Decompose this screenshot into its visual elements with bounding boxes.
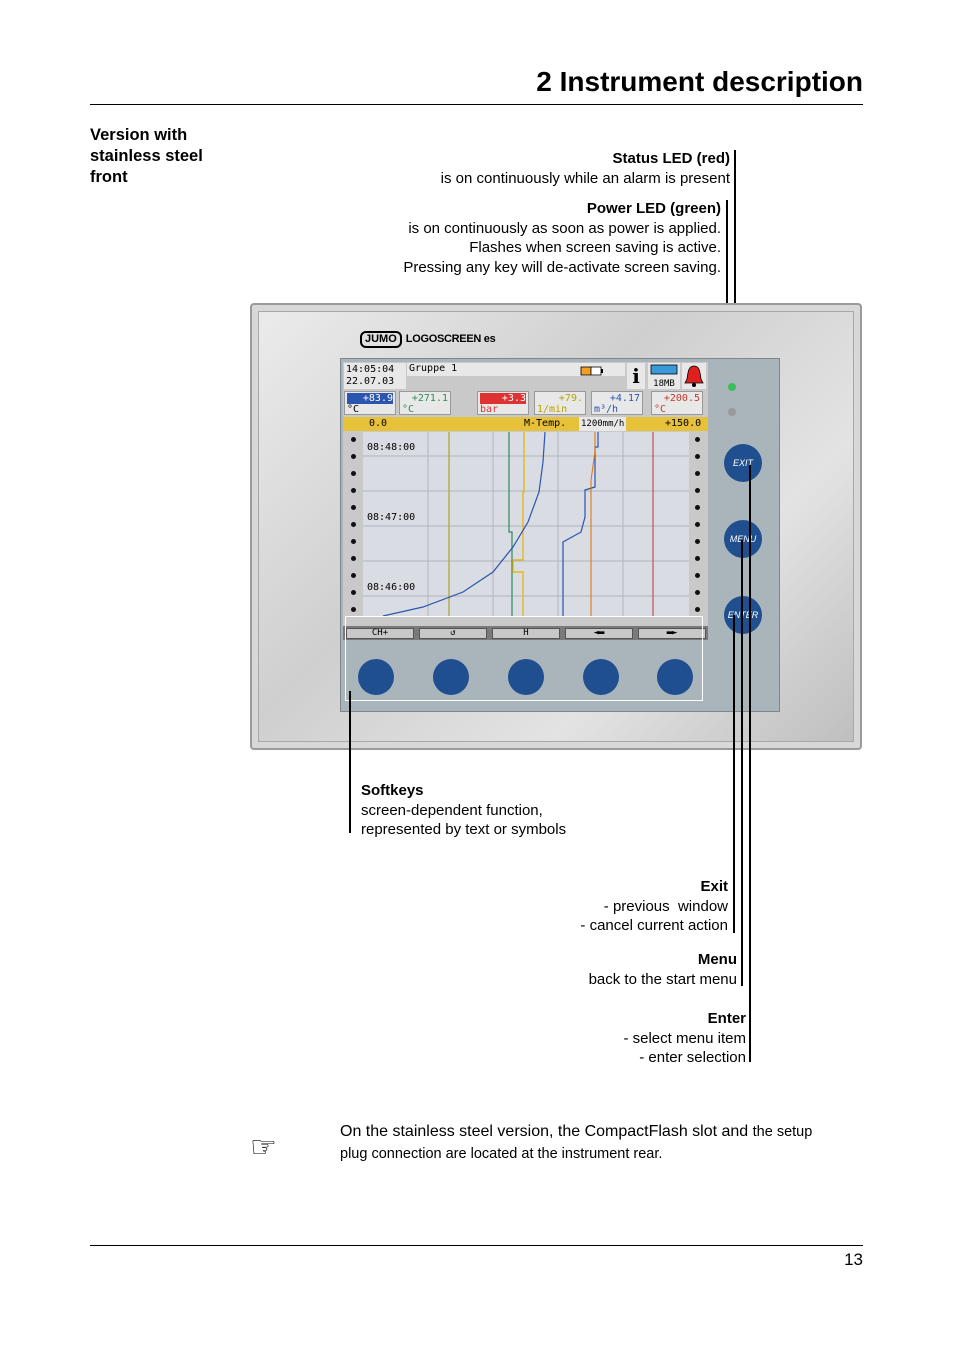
section-heading: Version with stainless steel front [90, 126, 203, 186]
channel-value: +3.3 bar [477, 391, 529, 415]
softkey-label: ◄▬ [565, 628, 633, 639]
enter-button[interactable]: ENTER [724, 596, 762, 634]
channel-reading: +79. [558, 393, 583, 404]
note-small: the setup [752, 1124, 813, 1140]
status-led [728, 408, 736, 416]
brand-name: JUMO [360, 331, 402, 348]
enter-line: - enter selection [639, 1049, 746, 1066]
softkey-3-button[interactable] [508, 659, 544, 695]
page-title: 2 Instrument description [536, 66, 863, 97]
softkey-2-button[interactable] [433, 659, 469, 695]
info-icon: i [627, 363, 645, 389]
softkey-label-bar: CH+ ↺ H ◄▬ ▬► [343, 626, 708, 640]
alarm-bell-icon [682, 363, 706, 389]
channel-value: +4.17 m³/h [591, 391, 643, 415]
softkeys-line: screen-dependent function, [361, 801, 543, 819]
exit-leader [733, 615, 735, 933]
menu-leader [741, 540, 743, 986]
softkey-label: ↺ [419, 628, 487, 639]
note-text: On the stainless steel version, the Comp… [340, 1121, 863, 1165]
softkey-5-button[interactable] [657, 659, 693, 695]
channel-value: +200.5 °C [651, 391, 703, 415]
softkey-label: H [492, 628, 560, 639]
status-led-leader [734, 150, 736, 385]
memory-card-icon: 18MB [648, 363, 680, 389]
channel-unit: bar [480, 404, 499, 415]
enter-callout: Enter - select menu item - enter selecti… [520, 1009, 746, 1068]
clock-display: 14:05:04 22.07.03 [344, 363, 406, 389]
softkey-1-button[interactable] [358, 659, 394, 695]
time-mark: 08:47:00 [367, 512, 416, 523]
status-led-text: is on continuously while an alarm is pre… [440, 169, 730, 187]
softkey-label: ▬► [638, 628, 706, 639]
exit-callout: Exit - previous window - cancel current … [520, 877, 728, 936]
memory-value: 18MB [653, 379, 675, 389]
channel-value: +83.9 °C [344, 391, 396, 415]
exit-button[interactable]: EXIT [724, 444, 762, 482]
note-small: plug connection are located at the instr… [340, 1146, 663, 1162]
power-led-line: is on continuously as soon as power is a… [408, 219, 721, 237]
scale-label: M-Temp. [524, 418, 567, 429]
status-led-callout: Status LED (red) is on continuously whil… [360, 149, 730, 188]
time-mark: 08:48:00 [367, 442, 416, 453]
page-number: 13 [844, 1250, 863, 1269]
softkeys-leader [349, 691, 351, 833]
channel-unit: 1/min [537, 404, 568, 415]
channel-value: +79. 1/min [534, 391, 586, 415]
channel-unit: °C [347, 404, 360, 415]
menu-heading: Menu [697, 951, 737, 968]
enter-heading: Enter [707, 1010, 746, 1027]
softkey-4-button[interactable] [583, 659, 619, 695]
power-led-line: Pressing any key will de-activate screen… [403, 258, 721, 276]
channel-reading: +271.1 [411, 393, 448, 404]
menu-callout: Menu back to the start menu [520, 950, 737, 989]
channel-unit: °C [654, 404, 667, 415]
enter-line: - select menu item [623, 1029, 746, 1047]
chart-speed: 1200mm/h [579, 417, 627, 431]
pointing-hand-icon: ☞ [250, 1130, 277, 1165]
exit-line: - previous window [603, 897, 728, 915]
battery-icon [557, 363, 625, 376]
power-led [728, 383, 736, 391]
exit-line: - cancel current action [580, 917, 728, 934]
trend-chart-svg [363, 431, 689, 617]
enter-leader [749, 465, 751, 1062]
trend-chart: 08:48:00 08:47:00 08:46:00 [363, 431, 689, 617]
scale-left: 0.0 [369, 418, 388, 429]
time-mark: 08:46:00 [367, 582, 416, 593]
footer-rule [90, 1245, 863, 1246]
softkeys-heading: Softkeys [361, 782, 424, 799]
power-led-line: Flashes when screen saving is active. [469, 239, 721, 256]
channel-unit: m³/h [594, 404, 619, 415]
menu-button[interactable]: MENU [724, 520, 762, 558]
scale-right: +150.0 [665, 418, 702, 429]
scale-bar: 0.0 M-Temp. 1200mm/h +150.0 [343, 417, 708, 431]
menu-line: back to the start menu [588, 970, 737, 988]
group-name: Gruppe 1 [407, 363, 557, 376]
status-led-heading: Status LED (red) [612, 150, 730, 167]
display-screen: 14:05:04 22.07.03 Gruppe 1 i 18MB +83.9 … [343, 362, 708, 640]
softkeys-callout: Softkeys screen-dependent function, repr… [361, 781, 621, 840]
channel-reading: +200.5 [663, 393, 700, 404]
time-value: 14:05:04 [346, 364, 395, 375]
channel-reading: +83.9 [347, 393, 393, 404]
softkeys-line: represented by text or symbols [361, 821, 567, 838]
channel-reading: +3.3 [480, 393, 526, 404]
softkey-label: CH+ [346, 628, 414, 639]
exit-heading: Exit [700, 878, 728, 895]
channel-value: +271.1 °C [399, 391, 451, 415]
channel-unit: °C [402, 404, 415, 415]
model-name: LOGOSCREEN es [405, 333, 496, 345]
power-led-heading: Power LED (green) [586, 200, 721, 217]
header-rule [90, 104, 863, 105]
note-main: On the stainless steel version, the Comp… [340, 1123, 753, 1140]
softkey-area-frame [345, 616, 703, 701]
channel-reading: +4.17 [609, 393, 640, 404]
power-led-callout: Power LED (green) is on continuously as … [340, 199, 721, 277]
date-value: 22.07.03 [346, 376, 395, 387]
